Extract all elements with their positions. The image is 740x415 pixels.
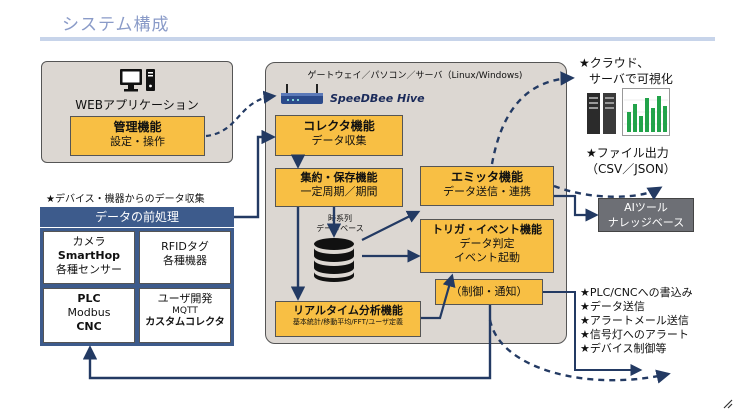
title-underline	[40, 37, 715, 41]
hive-brand: SpeeDBee Hive	[330, 92, 425, 105]
action-item: ★データ送信	[580, 300, 645, 314]
user-line3: カスタムコレクタ	[145, 317, 225, 328]
camera-line2: SmartHop	[57, 248, 121, 262]
trigger-event-box[interactable]: トリガ・イベント機能 データ判定 イベント起動	[420, 219, 554, 273]
computer-icon	[120, 69, 155, 92]
storage-function-box[interactable]: 集約・保存機能 一定周期／期間	[275, 168, 403, 207]
management-title: 管理機能	[113, 120, 162, 134]
ai-tool-line2: ナレッジベース	[607, 215, 685, 229]
page-title: システム構成	[62, 15, 170, 35]
server-rack-icon	[587, 93, 616, 134]
trigger-sub2: イベント起動	[454, 250, 520, 264]
action-item: ★PLC/CNCへの書込み	[580, 286, 693, 299]
storage-sub: 一定周期／期間	[300, 184, 378, 198]
action-item: ★信号灯へのアラート	[580, 328, 689, 342]
action-item: ★アラートメール送信	[580, 314, 689, 328]
plc-line2: Modbus	[67, 305, 111, 319]
user-line2: MQTT	[172, 305, 198, 316]
plc-box[interactable]: PLC Modbus CNC	[43, 288, 135, 343]
file-output-line1: ★ファイル出力	[586, 146, 669, 160]
hive-header: ゲートウェイ／パソコン／サーバ（Linux/Windows)	[307, 71, 523, 81]
collector-title: コレクタ機能	[303, 119, 375, 133]
router-icon	[281, 84, 323, 104]
collector-sub: データ収集	[311, 134, 367, 147]
trigger-title: トリガ・イベント機能	[432, 223, 542, 236]
emitter-title: エミッタ機能	[450, 170, 523, 184]
management-sub: 設定・操作	[110, 135, 165, 148]
database-icon	[314, 238, 354, 282]
bar-chart-icon	[622, 88, 670, 136]
cloud-note-line1: ★クラウド、	[579, 56, 650, 70]
preprocess-bar: データの前処理	[40, 207, 234, 227]
web-app-label: WEBアプリケーション	[75, 98, 199, 112]
rfid-line2: 各種機器	[163, 253, 207, 267]
emitter-function-box[interactable]: エミッタ機能 データ送信・連携	[420, 166, 554, 206]
cloud-note-line2: サーバで可視化	[589, 71, 673, 86]
rfid-line1: RFIDタグ	[161, 240, 209, 253]
ai-tool-line1: AIツール	[624, 201, 668, 214]
plc-line1: PLC	[77, 292, 101, 305]
realtime-analysis-box[interactable]: リアルタイム分析機能 基本統計/移動平均/FFT/ユーザ定義	[275, 301, 421, 337]
trigger-sub1: データ判定	[459, 236, 515, 250]
emitter-sub: データ送信・連携	[443, 185, 531, 198]
plc-line3: CNC	[76, 319, 102, 333]
cloud-note: ★クラウド、 サーバで可視化	[579, 56, 673, 87]
emitter-to-ai-link	[553, 184, 663, 201]
storage-title: 集約・保存機能	[300, 171, 378, 184]
db-label-line1: 時系列	[328, 214, 352, 223]
action-item: ★デバイス制御等	[580, 342, 667, 356]
ai-tool-box[interactable]: AIツール ナレッジベース	[598, 198, 694, 232]
db-label-line2: データベース	[316, 224, 364, 233]
file-output-line2: （CSV／JSON）	[586, 161, 676, 176]
user-line1: ユーザ開発	[157, 292, 213, 305]
camera-line1: カメラ	[72, 235, 106, 248]
camera-line3: 各種センサー	[56, 262, 122, 276]
file-output-note: ★ファイル出力 （CSV／JSON）	[586, 146, 676, 177]
realtime-title: リアルタイム分析機能	[293, 304, 403, 317]
db-label: 時系列 データベース	[305, 214, 375, 234]
collector-function-box[interactable]: コレクタ機能 データ収集	[275, 115, 403, 156]
management-function-box[interactable]: 管理機能 設定・操作	[70, 116, 205, 156]
camera-box[interactable]: カメラ SmartHop 各種センサー	[43, 231, 135, 284]
user-dev-box[interactable]: ユーザ開発 MQTT カスタムコレクタ	[139, 288, 231, 343]
device-collection-note: ★デバイス・機器からのデータ収集	[46, 194, 205, 205]
resize-icon[interactable]	[722, 398, 734, 410]
realtime-sub: 基本統計/移動平均/FFT/ユーザ定義	[292, 317, 404, 326]
control-notify-box[interactable]: （制御・通知）	[435, 279, 543, 305]
action-list: ★PLC/CNCへの書込み ★データ送信 ★アラートメール送信 ★信号灯へのアラ…	[580, 286, 693, 356]
rfid-box[interactable]: RFIDタグ 各種機器	[139, 231, 231, 284]
